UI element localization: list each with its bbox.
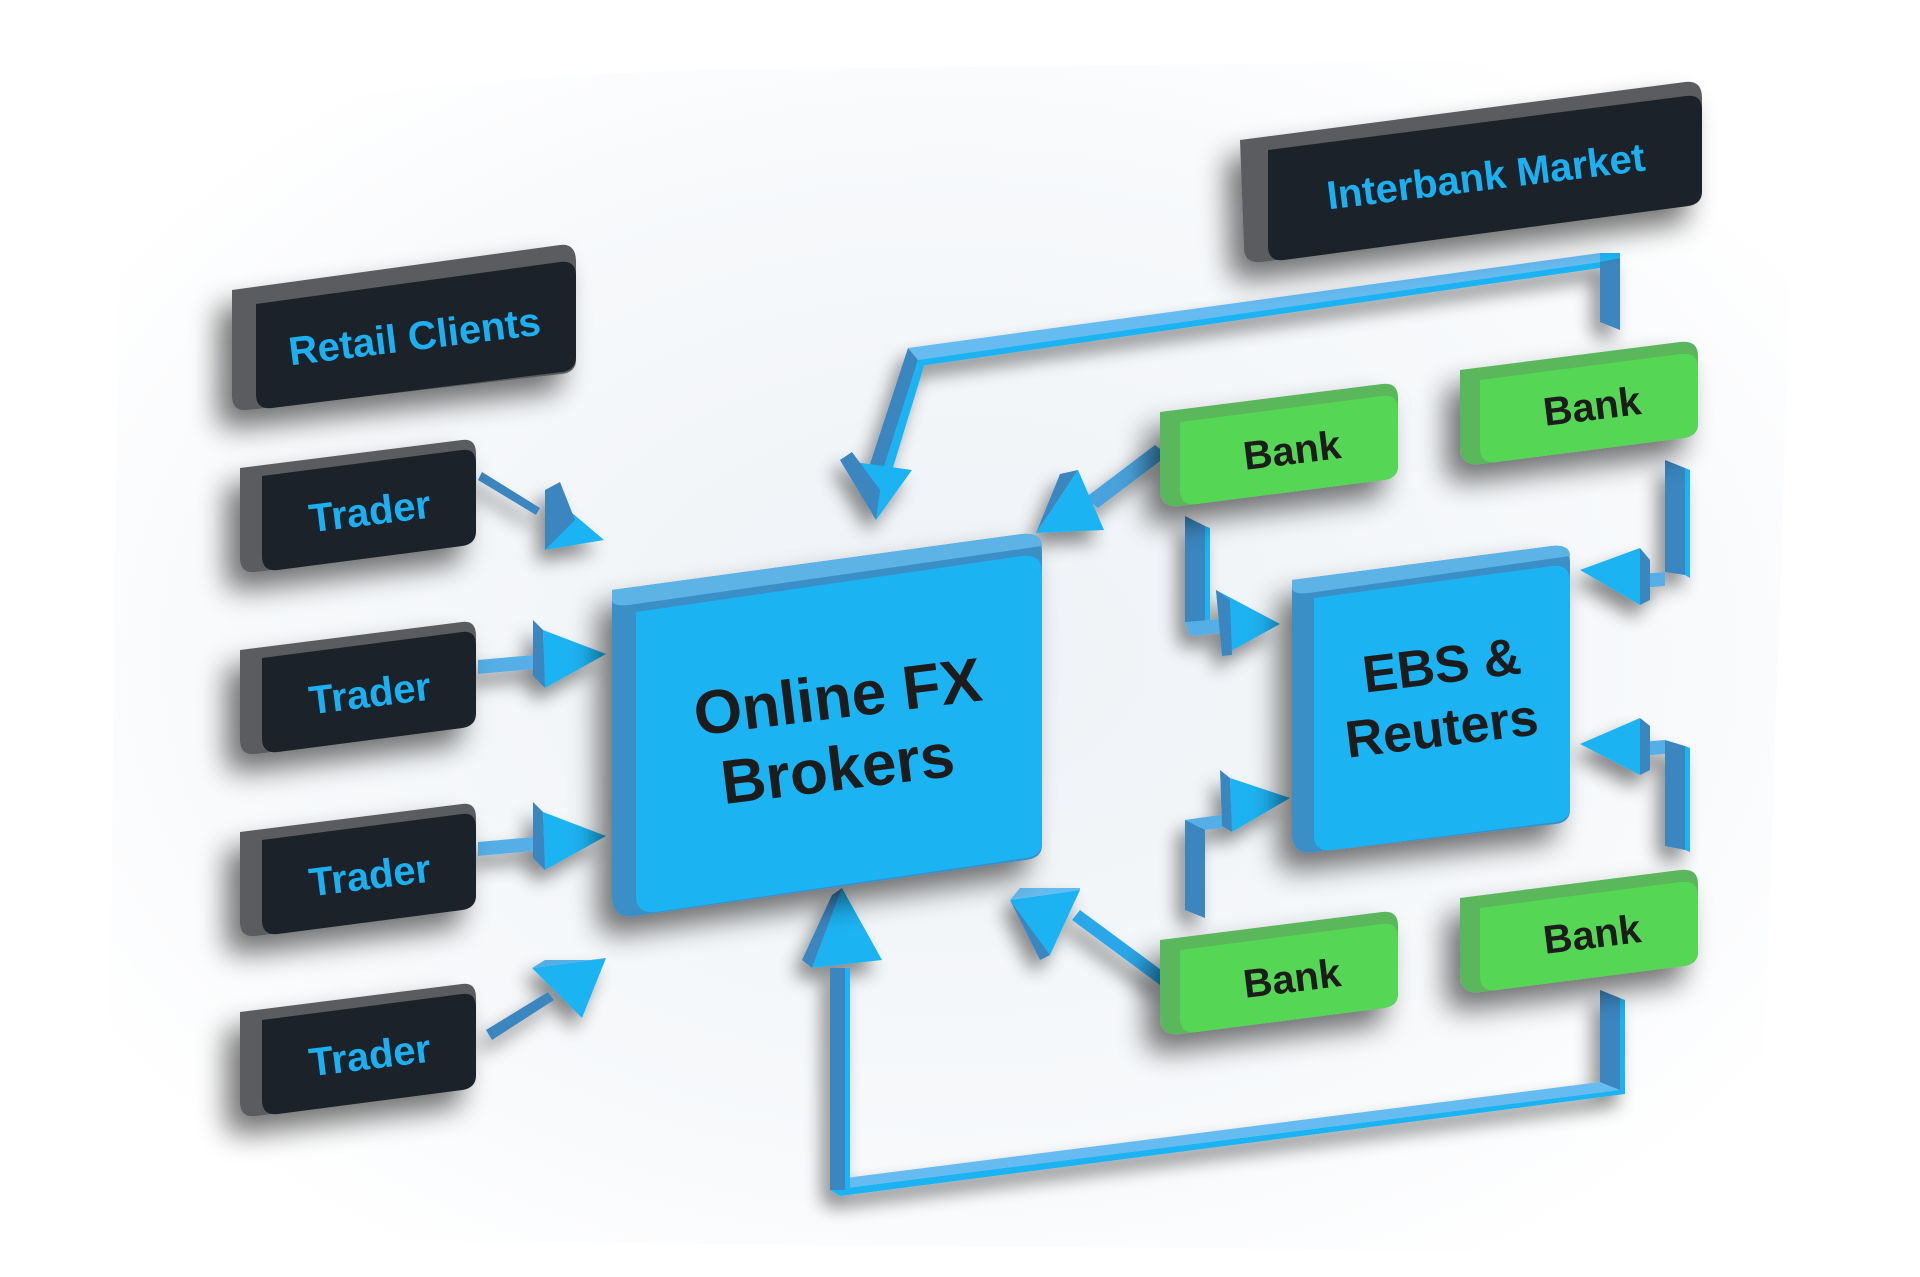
bank-box-bottom-left[interactable]: Bank <box>1160 911 1398 1035</box>
trader-box-2[interactable]: Trader <box>240 621 476 755</box>
bank-box-top-left[interactable]: Bank <box>1160 383 1398 507</box>
retail-clients-box[interactable]: Retail Clients <box>232 244 576 411</box>
interbank-market-box[interactable]: Interbank Market <box>1240 81 1702 263</box>
arrow-interbank-to-brokers <box>840 253 1620 520</box>
arrow-trader3-to-brokers <box>478 802 606 870</box>
bank-box-top-right[interactable]: Bank <box>1460 341 1698 465</box>
arrow-trader2-to-brokers <box>478 620 606 688</box>
arrow-bank-bl-to-ebs <box>1185 770 1290 918</box>
arrow-bank-tr-to-ebs <box>1580 460 1690 605</box>
arrow-bank-tl-to-ebs <box>1185 516 1280 656</box>
arrow-trader1-to-brokers <box>478 472 604 550</box>
arrow-bank-br-to-brokers <box>802 888 1625 1196</box>
arrow-bank-bl-to-brokers <box>1010 888 1168 985</box>
trader-box-1[interactable]: Trader <box>240 439 476 573</box>
arrow-bank-tl-to-brokers <box>1036 445 1168 533</box>
arrow-trader4-to-brokers <box>486 958 606 1040</box>
ebs-reuters-box[interactable]: EBS & Reuters <box>1292 545 1570 853</box>
online-fx-brokers-box[interactable]: Online FX Brokers <box>612 533 1042 917</box>
trader-box-3[interactable]: Trader <box>240 803 476 937</box>
bank-box-bottom-right[interactable]: Bank <box>1460 869 1698 993</box>
trader-box-4[interactable]: Trader <box>240 983 476 1117</box>
arrow-bank-br-to-ebs <box>1580 718 1690 852</box>
